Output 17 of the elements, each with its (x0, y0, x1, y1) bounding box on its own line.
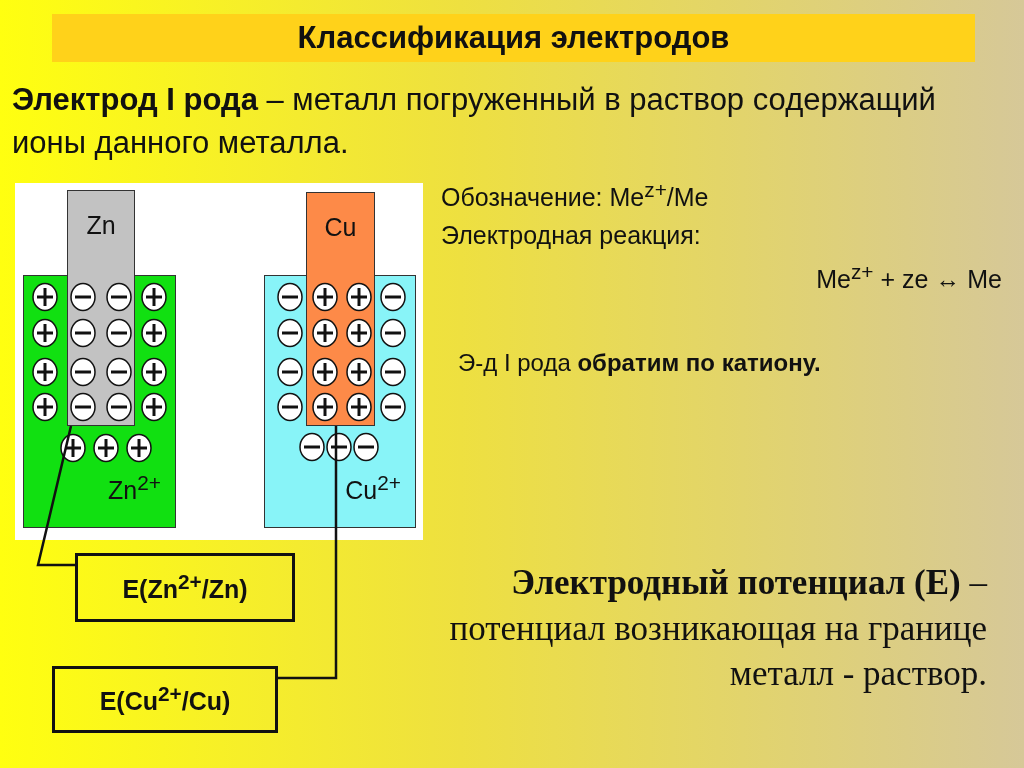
ion-label: Cu$^{2+}$ (345, 470, 401, 505)
ion-label: Zn$^{2+}$ (108, 470, 161, 505)
potential-label: E(Cu$^{2+}$/Cu) (99, 682, 231, 717)
reaction-heading: Электродная реакция: (441, 220, 702, 250)
leader-line (278, 426, 338, 680)
electrode-label: Cu (324, 213, 357, 242)
title: Классификация электродов (52, 14, 975, 62)
electrode-label: Zn (86, 211, 116, 240)
potential-definition: Электродный потенциал (Е) – потенциал возникающая на границе металл - раствор. (448, 562, 987, 695)
label-frame (75, 553, 295, 622)
leader-line (36, 425, 75, 567)
potential-label: E(Zn$^{2+}$/Zn) (122, 570, 248, 605)
notation-text: Обозначение: Me$^{z+}$/Me (441, 178, 710, 213)
electrode-reaction: Me$^{z+}$ + ze ↔ Me (815, 260, 1002, 295)
label-frame (52, 666, 278, 733)
reversibility-note: Э-д I рода обратим по катиону. (458, 349, 822, 378)
definition-text: Электрод I рода – металл погруженный в раствор содержащий ионы данного металла. (12, 81, 937, 163)
